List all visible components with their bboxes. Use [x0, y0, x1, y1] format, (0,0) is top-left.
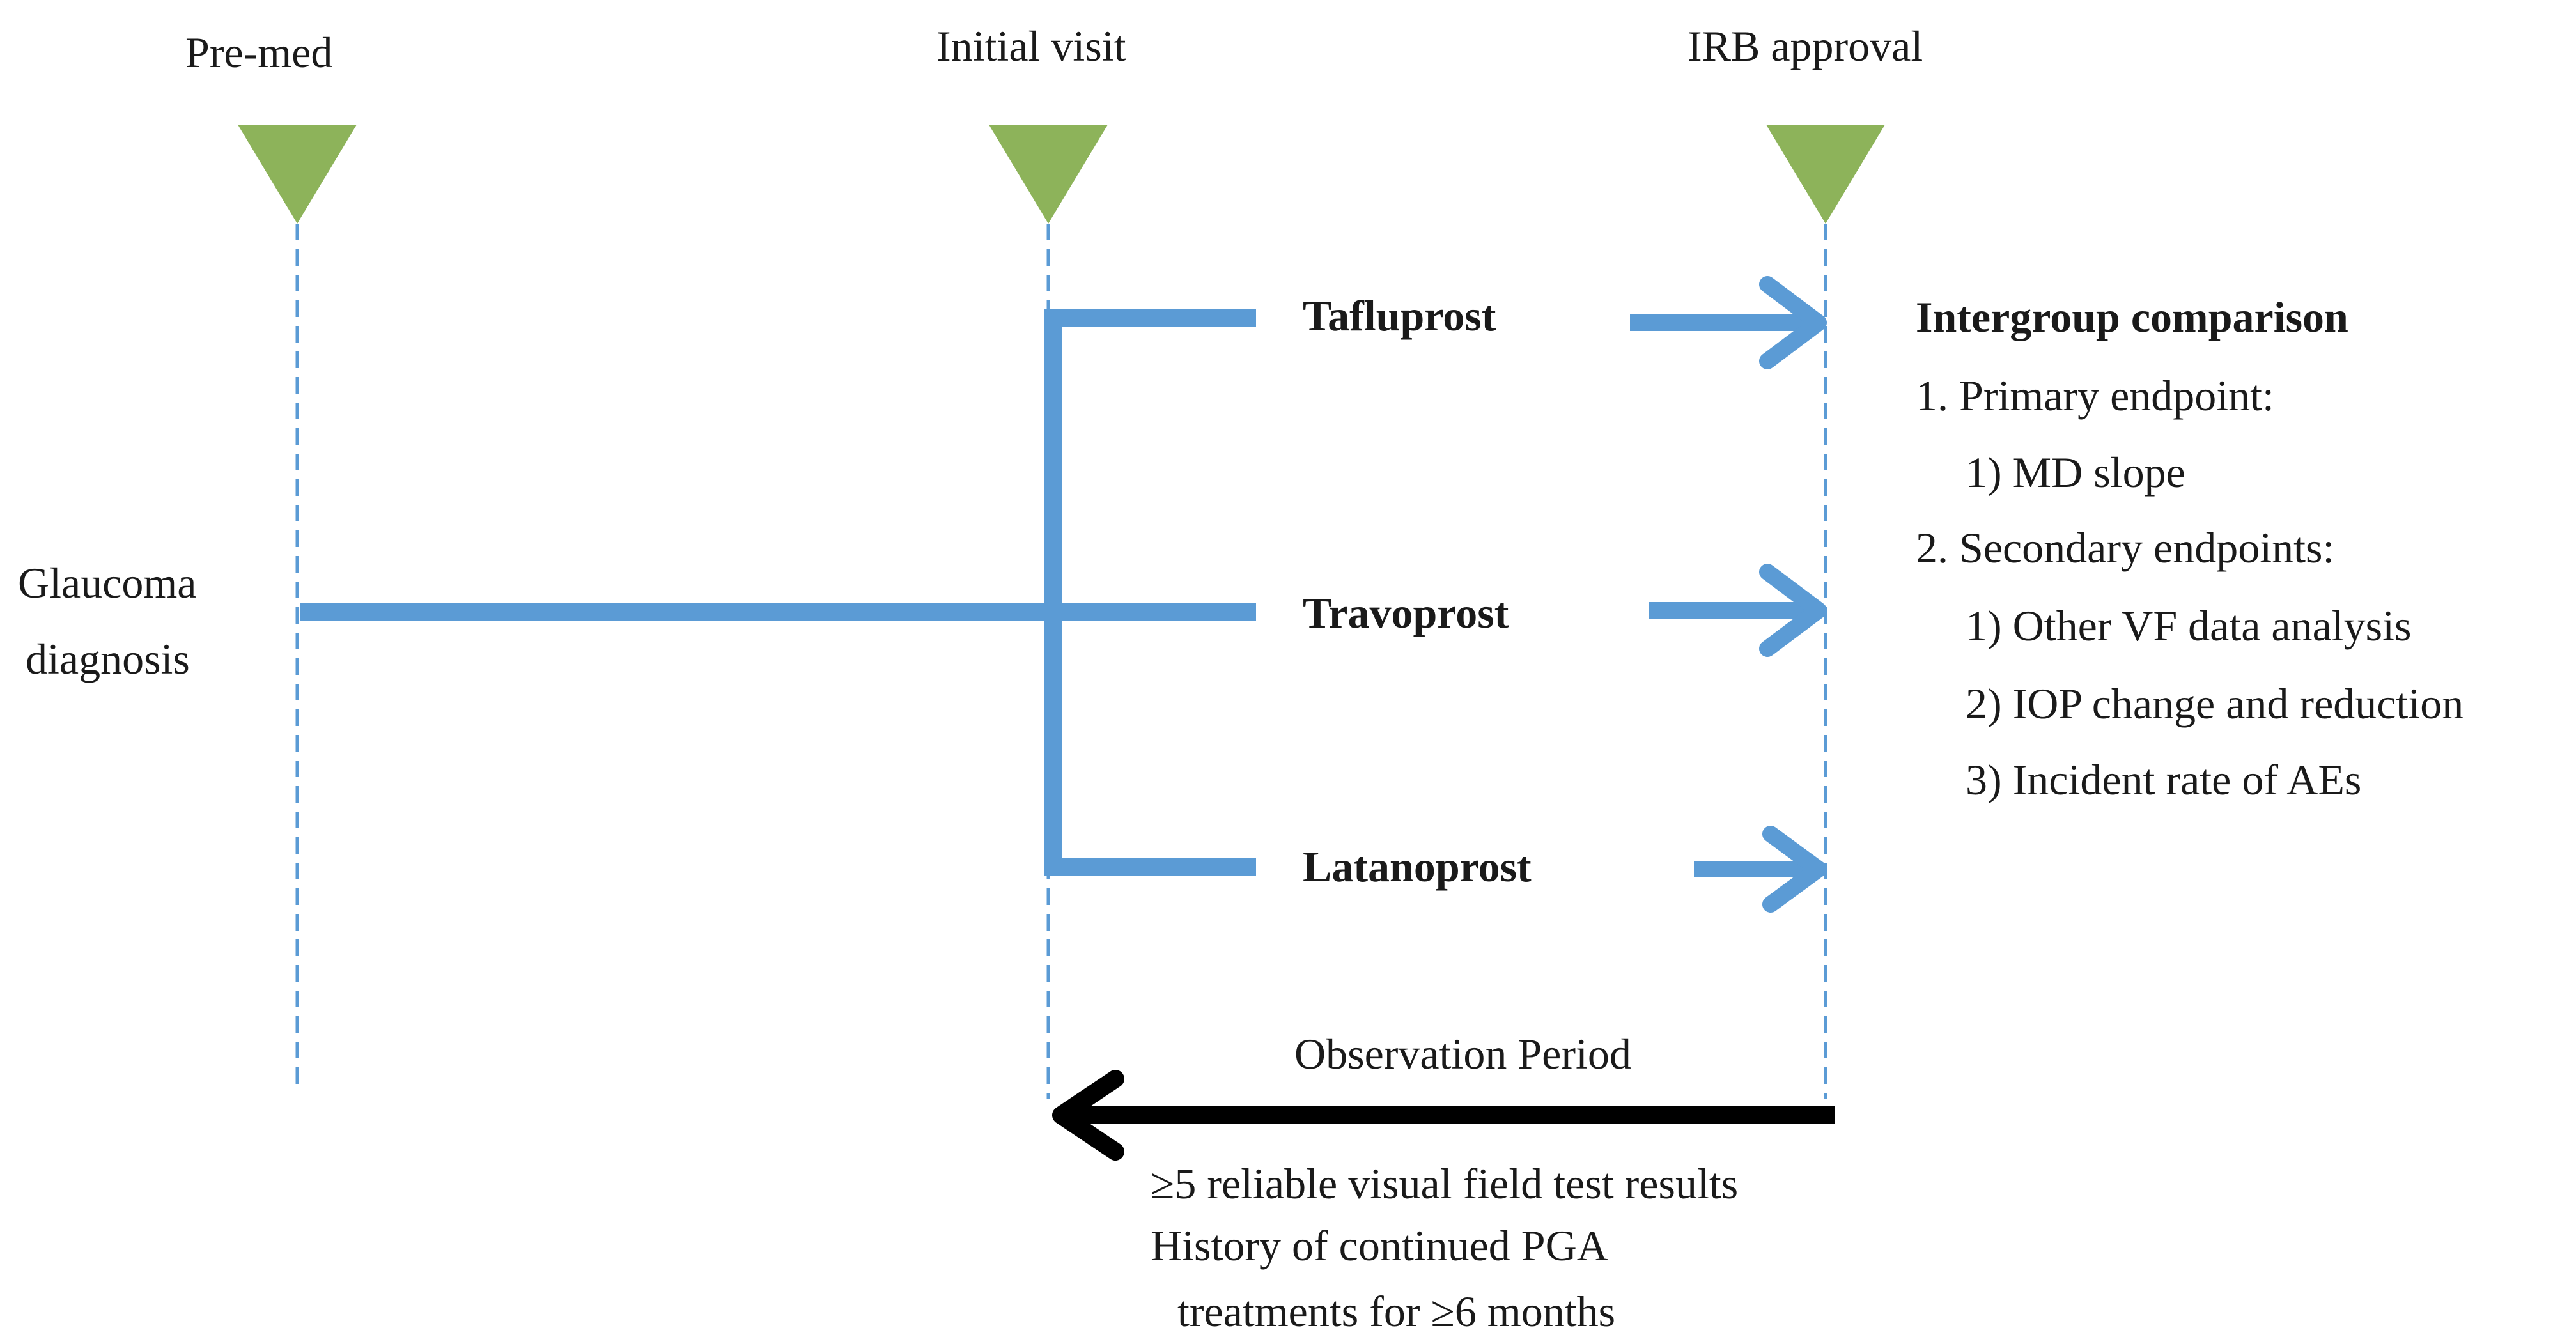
inclusion-criterion: History of continued PGA — [1151, 1221, 1608, 1270]
inclusion-criterion: ≥5 reliable visual field test results — [1151, 1159, 1739, 1208]
inclusion-criterion: treatments for ≥6 months — [1177, 1287, 1616, 1336]
latanoprost-arrow — [1694, 826, 1827, 913]
arm-label-tafluprost: Tafluprost — [1303, 291, 1496, 340]
primary-endpoint-item: 1) MD slope — [1966, 448, 2185, 497]
comparison-title: Intergroup comparison — [1916, 293, 2348, 341]
arm-label-travoprost: Travoprost — [1303, 589, 1509, 637]
secondary-endpoint-item: 2) IOP change and reduction — [1966, 679, 2464, 728]
observation-period-arrow — [1052, 1070, 1835, 1161]
primary-endpoint-heading: 1. Primary endpoint: — [1916, 371, 2274, 420]
irb-approval-label: IRB approval — [1688, 22, 1923, 70]
secondary-endpoints-heading: 2. Secondary endpoints: — [1916, 523, 2335, 572]
irb-approval-marker — [1766, 125, 1885, 224]
observation-period-label: Observation Period — [1294, 1030, 1631, 1078]
tafluprost-arrow — [1630, 276, 1827, 369]
glaucoma-diagnosis-label-line1: Glaucoma — [18, 559, 197, 607]
initial-visit-marker — [989, 125, 1108, 224]
initial-visit-label: Initial visit — [936, 22, 1126, 70]
secondary-endpoint-item: 1) Other VF data analysis — [1966, 601, 2412, 650]
travoprost-arrow — [1649, 564, 1827, 657]
secondary-endpoint-item: 3) Incident rate of AEs — [1966, 755, 2362, 804]
pre-med-marker — [238, 125, 357, 224]
glaucoma-diagnosis-label-line2: diagnosis — [26, 635, 190, 683]
pre-med-label: Pre-med — [185, 28, 333, 77]
arm-label-latanoprost: Latanoprost — [1303, 842, 1532, 891]
